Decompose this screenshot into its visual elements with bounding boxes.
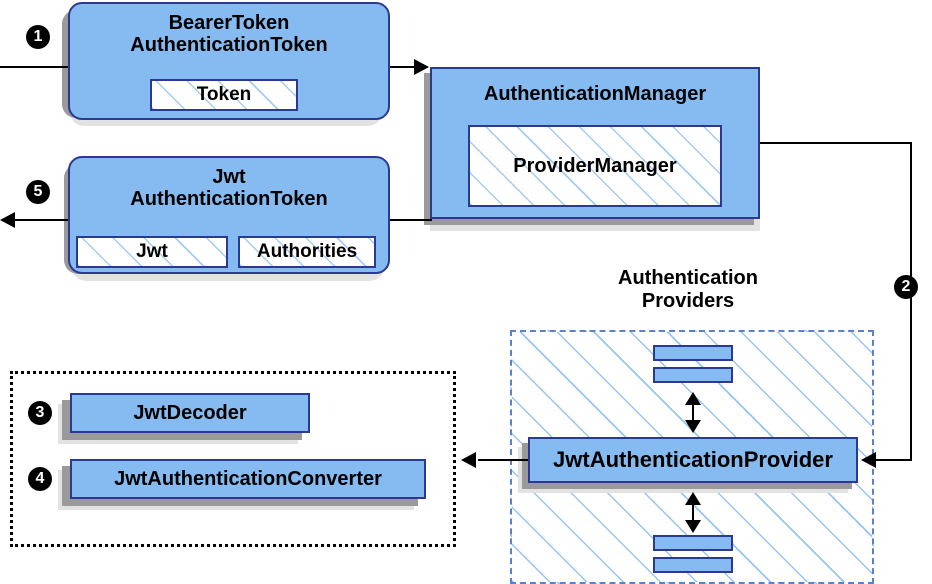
bearer-to-manager-arrowhead [414, 59, 429, 75]
step-5-badge: 5 [26, 180, 50, 204]
jwt-authentication-provider-label: JwtAuthenticationProvider [553, 447, 833, 472]
provider-link-top-line [692, 398, 694, 422]
manager-to-provider-arrowhead [861, 452, 876, 468]
step-2-badge: 2 [894, 275, 918, 299]
bearer-token-title-line1: BearerToken [168, 12, 290, 34]
jwt-authentication-converter-node[interactable]: JwtAuthenticationConverter [70, 459, 426, 499]
collapsed-provider-bar-top-2[interactable] [653, 367, 733, 383]
collapsed-provider-bar-bottom-1[interactable] [653, 535, 733, 551]
jwt-subbox[interactable]: Jwt [76, 236, 228, 268]
jwt-subbox-label: Jwt [136, 241, 168, 262]
authentication-providers-label-line1: Authentication [618, 267, 758, 289]
provider-link-bottom-arrow-up [685, 492, 701, 505]
authentication-providers-label: Authentication Providers [567, 267, 809, 313]
jwt-token-title-line2: AuthenticationToken [130, 188, 328, 211]
provider-link-top-arrow-down [685, 420, 701, 433]
outgoing-response-arrowhead [0, 212, 15, 228]
jwt-authentication-converter-label: JwtAuthenticationConverter [114, 467, 382, 490]
token-subbox-label: Token [196, 84, 252, 105]
step-1-badge: 1 [26, 25, 50, 49]
provider-link-top-arrow-up [685, 392, 701, 405]
authentication-manager-title: AuthenticationManager [483, 83, 707, 105]
manager-to-jwt-token-line [386, 219, 432, 221]
collapsed-provider-bar-top-1[interactable] [653, 345, 733, 361]
jwt-token-title-line1: Jwt [212, 166, 246, 188]
token-subbox[interactable]: Token [150, 79, 298, 111]
bearer-token-title-line2: AuthenticationToken [130, 34, 328, 57]
provider-to-support-arrowhead [461, 452, 476, 468]
jwt-support-group [10, 371, 456, 547]
jwt-decoder-label: JwtDecoder [133, 401, 247, 424]
provider-manager-label: ProviderManager [513, 154, 677, 177]
provider-manager-subbox[interactable]: ProviderManager [468, 125, 722, 207]
provider-link-bottom-line [692, 498, 694, 522]
manager-to-provider-line-bottom [874, 459, 912, 461]
authorities-subbox[interactable]: Authorities [238, 236, 376, 268]
jwt-authentication-provider-node[interactable]: JwtAuthenticationProvider [528, 437, 858, 483]
manager-to-provider-line-vertical [910, 142, 912, 460]
step-4-badge: 4 [28, 467, 52, 491]
provider-to-support-line [478, 459, 528, 461]
incoming-request-line [0, 66, 70, 68]
manager-to-provider-line-top [758, 142, 912, 144]
jwt-decoder-node[interactable]: JwtDecoder [70, 393, 310, 433]
step-3-badge: 3 [28, 401, 52, 425]
outgoing-response-line [14, 219, 76, 221]
collapsed-provider-bar-bottom-2[interactable] [653, 557, 733, 573]
authorities-subbox-label: Authorities [256, 241, 358, 262]
authentication-providers-label-line2: Providers [641, 290, 735, 312]
bearer-to-manager-line [390, 66, 422, 68]
provider-link-bottom-arrow-down [685, 520, 701, 533]
